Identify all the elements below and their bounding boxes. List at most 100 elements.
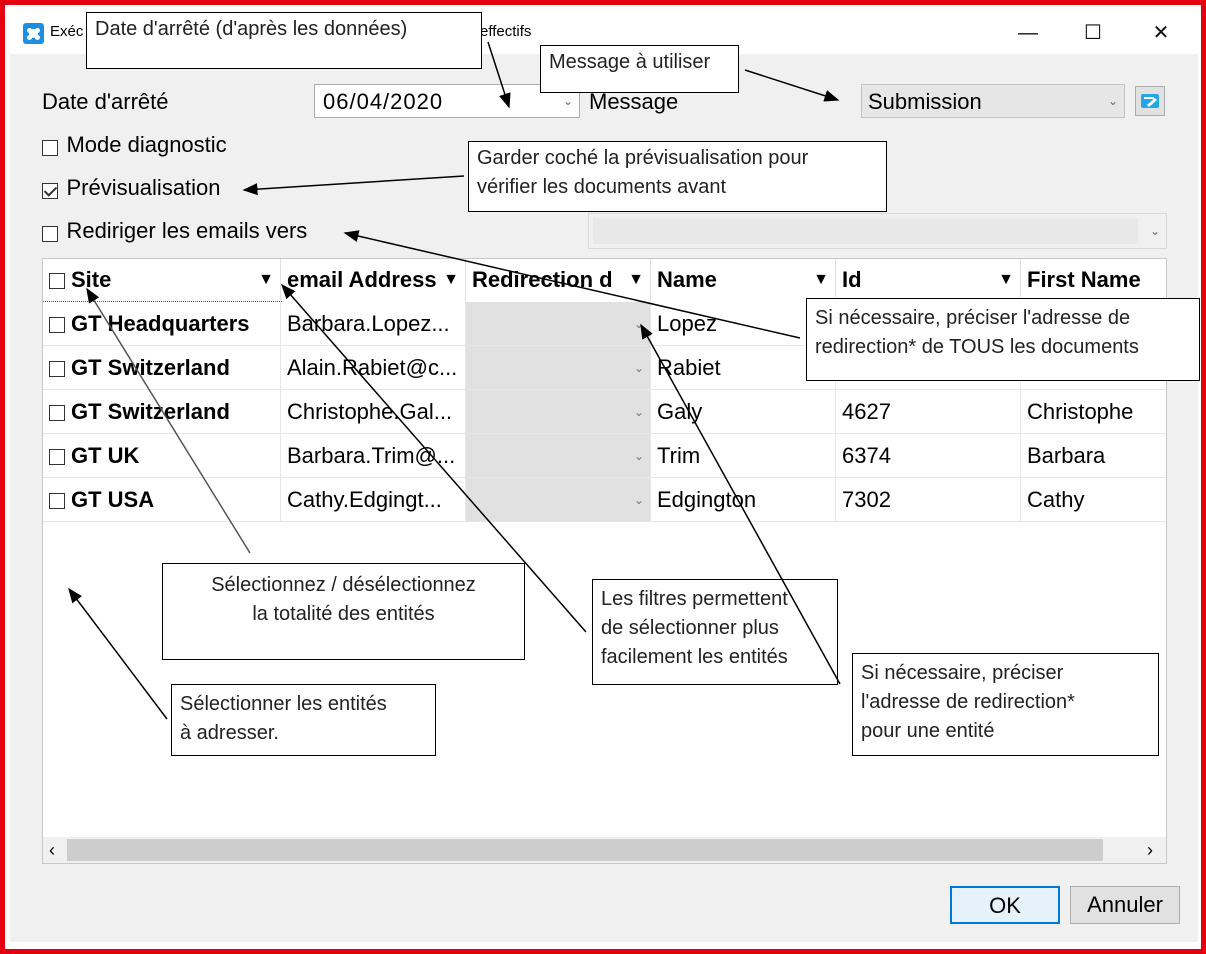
scroll-right-arrow[interactable]: › (1147, 840, 1153, 860)
callout-text: Si nécessaire, préciser l'adresse de (815, 307, 1131, 329)
cell-id-text: 6374 (842, 443, 891, 468)
chevron-down-icon[interactable]: ⌄ (562, 94, 573, 108)
callout-text: Sélectionnez / désélectionnez (211, 574, 476, 596)
close-button[interactable]: ✕ (1152, 22, 1170, 44)
cell-id: 6374 (836, 434, 1021, 478)
chevron-down-icon[interactable]: ⌄ (633, 405, 644, 419)
edit-message-icon (1141, 94, 1159, 108)
callout-filters: Les filtres permettent de sélectionner p… (592, 579, 838, 685)
diagnostic-option[interactable]: Mode diagnostic (42, 132, 227, 158)
column-header-label: Id (842, 267, 862, 292)
select-all-checkbox[interactable] (49, 273, 65, 290)
column-header-first-name[interactable]: First Name (1021, 259, 1166, 301)
cell-name-text: Rabiet (657, 355, 721, 380)
callout-text: Date d'arrêté (d'après les données) (95, 18, 408, 40)
cell-name-text: Lopez (657, 311, 717, 336)
cell-email-text: Alain.Rabiet@c... (287, 355, 458, 380)
callout-text: de sélectionner plus (601, 617, 779, 639)
cell-site-text: GT UK (71, 443, 140, 468)
cell-name: Edgington (651, 478, 836, 522)
date-picker[interactable]: 06/04/2020 ⌄ (314, 84, 580, 118)
cell-email: Christophe.Gal... (281, 390, 466, 434)
date-label: Date d'arrêté (42, 89, 169, 114)
column-header-name[interactable]: Name ▼ (651, 259, 836, 301)
filter-arrow-icon[interactable]: ▼ (813, 271, 829, 288)
cell-redirection[interactable]: ⌄ (466, 302, 651, 346)
filter-arrow-icon[interactable]: ▼ (258, 271, 274, 288)
cell-name: Galy (651, 390, 836, 434)
preview-checkbox[interactable] (42, 182, 58, 199)
cell-name: Trim (651, 434, 836, 478)
cell-site-text: GT Headquarters (71, 311, 250, 336)
filter-arrow-icon[interactable]: ▼ (998, 271, 1014, 288)
column-header-email[interactable]: email Address ▼ (281, 259, 466, 301)
cell-id-text: 4627 (842, 399, 891, 424)
cancel-button[interactable]: Annuler (1070, 886, 1180, 924)
row-checkbox[interactable] (49, 361, 65, 378)
diagnostic-checkbox[interactable] (42, 139, 58, 156)
chevron-down-icon[interactable]: ⌄ (1149, 224, 1160, 238)
row-checkbox[interactable] (49, 405, 65, 422)
cell-site: GT Switzerland (43, 346, 281, 390)
callout-text: redirection* de TOUS les documents (815, 336, 1139, 358)
redirect-email-select[interactable]: ⌄ (588, 213, 1167, 249)
callout-text: facilement les entités (601, 646, 788, 668)
chevron-down-icon[interactable]: ⌄ (633, 493, 644, 507)
cell-redirection[interactable]: ⌄ (466, 434, 651, 478)
filter-arrow-icon[interactable]: ▼ (628, 271, 644, 288)
callout-redirect-one: Si nécessaire, préciser l'adresse de red… (852, 653, 1159, 756)
redirect-email-value (593, 218, 1138, 244)
callout-redirect-all: Si nécessaire, préciser l'adresse de red… (806, 298, 1200, 381)
cell-site-text: GT Switzerland (71, 355, 230, 380)
preview-option[interactable]: Prévisualisation (42, 175, 221, 201)
chevron-down-icon[interactable]: ⌄ (1107, 94, 1118, 108)
column-header-site[interactable]: Site ▼ (43, 259, 281, 301)
cell-redirection[interactable]: ⌄ (466, 346, 651, 390)
cell-name-text: Edgington (657, 487, 757, 512)
chevron-down-icon[interactable]: ⌄ (633, 361, 644, 375)
callout-preview: Garder coché la prévisualisation pour vé… (468, 141, 887, 212)
cell-id-text: 7302 (842, 487, 891, 512)
cell-id: 4627 (836, 390, 1021, 434)
cell-id: 7302 (836, 478, 1021, 522)
window-title-suffix: effectifs (480, 23, 532, 40)
row-checkbox[interactable] (49, 449, 65, 466)
cell-first-name: Barbara (1021, 434, 1166, 478)
cell-site: GT UK (43, 434, 281, 478)
cell-first-name: Cathy (1021, 478, 1166, 522)
cell-site: GT Switzerland (43, 390, 281, 434)
callout-date: Date d'arrêté (d'après les données) (86, 12, 482, 69)
horizontal-scrollbar[interactable]: ‹ › (43, 837, 1166, 863)
callout-text: la totalité des entités (252, 603, 435, 625)
cell-first-name-text: Christophe (1027, 399, 1134, 424)
maximize-button[interactable]: ☐ (1084, 22, 1102, 44)
callout-text: Message à utiliser (549, 51, 711, 73)
cell-email-text: Barbara.Lopez... (287, 311, 450, 336)
cell-email-text: Barbara.Trim@... (287, 443, 456, 468)
cell-redirection[interactable]: ⌄ (466, 390, 651, 434)
cell-redirection[interactable]: ⌄ (466, 478, 651, 522)
message-select[interactable]: Submission ⌄ (861, 84, 1125, 118)
callout-text: Garder coché la prévisualisation pour (477, 147, 809, 169)
message-value: Submission (868, 89, 982, 114)
row-checkbox[interactable] (49, 317, 65, 334)
ok-button[interactable]: OK (950, 886, 1060, 924)
redirect-option[interactable]: Rediriger les emails vers (42, 218, 307, 244)
edit-message-button[interactable] (1135, 86, 1165, 116)
redirect-checkbox[interactable] (42, 225, 58, 242)
column-header-label: email Address (287, 267, 437, 292)
callout-text: vérifier les documents avant (477, 176, 727, 198)
row-checkbox[interactable] (49, 493, 65, 510)
minimize-button[interactable]: — (1018, 22, 1038, 44)
column-header-id[interactable]: Id ▼ (836, 259, 1021, 301)
filter-arrow-icon[interactable]: ▼ (443, 271, 459, 288)
cell-name-text: Trim (657, 443, 701, 468)
cell-email: Barbara.Lopez... (281, 302, 466, 346)
chevron-down-icon[interactable]: ⌄ (633, 317, 644, 331)
cell-first-name: Christophe (1021, 390, 1166, 434)
chevron-down-icon[interactable]: ⌄ (633, 449, 644, 463)
scrollbar-thumb[interactable] (67, 839, 1103, 861)
callout-text: Les filtres permettent (601, 588, 788, 610)
column-header-redirection[interactable]: Redirection d ▼ (466, 259, 651, 301)
scroll-left-arrow[interactable]: ‹ (49, 840, 55, 860)
